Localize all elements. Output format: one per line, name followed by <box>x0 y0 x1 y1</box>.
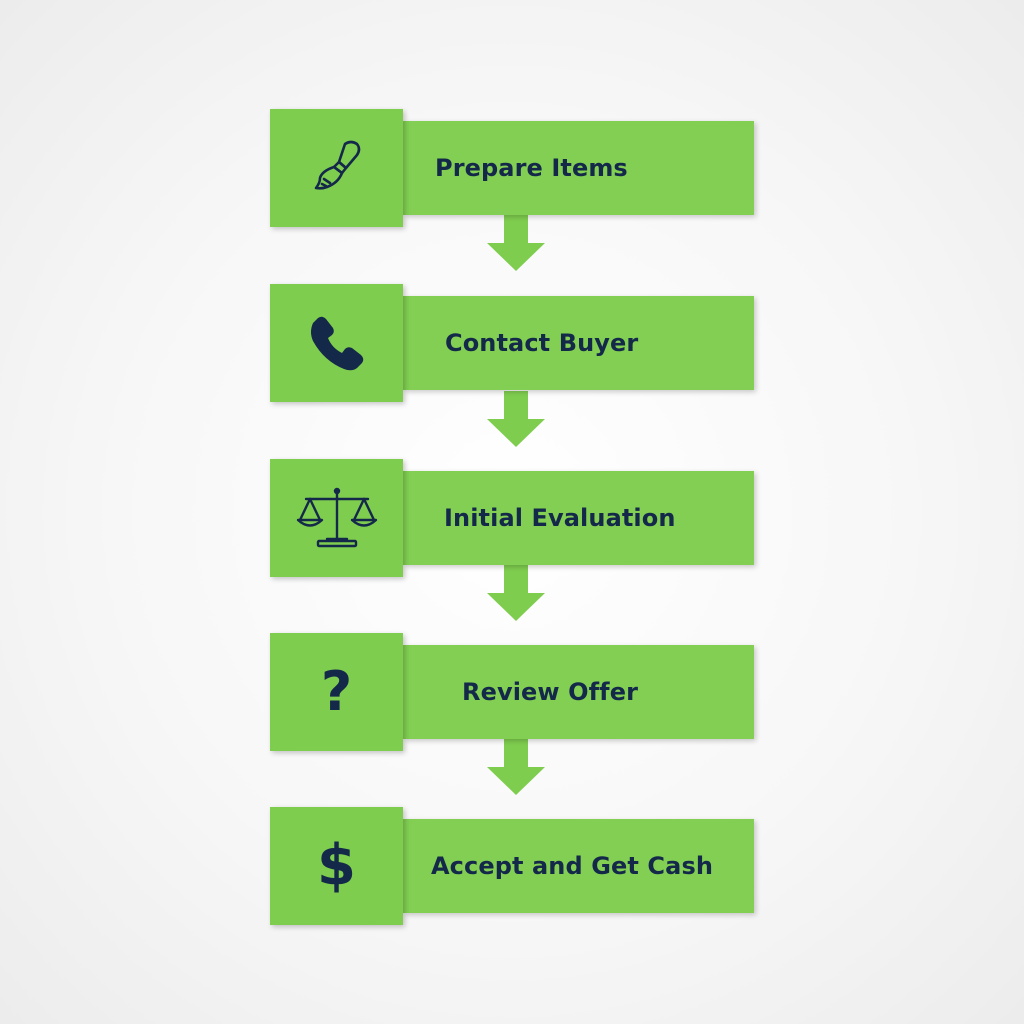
step-icon-box: ? <box>270 633 403 751</box>
down-arrow-icon <box>487 739 545 795</box>
step-label: Accept and Get Cash <box>431 852 714 880</box>
question-icon: ? <box>320 660 353 723</box>
dollar-icon: $ <box>317 833 356 898</box>
step-icon-box: $ <box>270 807 403 925</box>
down-arrow-icon <box>487 215 545 271</box>
brush-icon <box>314 140 360 190</box>
step-contact-buyer: Contact Buyer <box>270 284 754 402</box>
step-label-bar: Prepare Items <box>403 121 754 215</box>
step-label-bar: Review Offer <box>403 645 754 739</box>
step-icon-box <box>270 459 403 577</box>
step-label-bar: Contact Buyer <box>403 296 754 390</box>
step-label: Contact Buyer <box>445 329 639 357</box>
step-icon-box <box>270 284 403 402</box>
scale-icon <box>296 487 377 548</box>
step-label: Prepare Items <box>435 154 628 182</box>
step-review-offer: ? Review Offer <box>270 633 754 751</box>
step-label-bar: Initial Evaluation <box>403 471 754 565</box>
step-label: Initial Evaluation <box>444 504 676 532</box>
down-arrow-icon <box>487 565 545 621</box>
step-label-bar: Accept and Get Cash <box>403 819 754 913</box>
step-accept-and-get-cash: $ Accept and Get Cash <box>270 807 754 925</box>
down-arrow-icon <box>487 391 545 447</box>
step-initial-evaluation: Initial Evaluation <box>270 459 754 577</box>
step-icon-box <box>270 109 403 227</box>
step-label: Review Offer <box>462 678 639 706</box>
phone-icon <box>310 316 363 371</box>
step-prepare-items: Prepare Items <box>270 109 754 227</box>
